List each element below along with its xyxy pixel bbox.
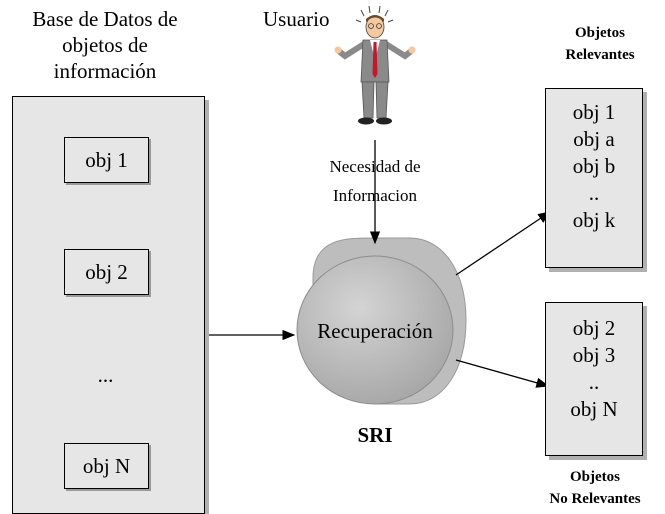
non-relevant-item-4: obj N: [570, 397, 618, 421]
relevant-arrow: [455, 211, 552, 276]
non-relevant-title-line-1: Objetos: [570, 469, 620, 485]
sri-label: SRI: [357, 423, 393, 447]
database-title: Base de Datos de objetos de información: [10, 6, 200, 84]
database-title-line-2: objetos de: [62, 33, 148, 57]
non-relevant-item-1: obj 2: [572, 316, 616, 340]
relevant-item-3: obj b: [572, 154, 616, 178]
relevant-item-1: obj 1: [572, 100, 616, 124]
database-title-line-1: Base de Datos de: [32, 7, 178, 31]
database-object-1: obj 1: [64, 137, 149, 183]
relevant-item-2: obj a: [573, 127, 615, 151]
non-relevant-arrow: [455, 359, 550, 388]
relevant-title-line-1: Objetos: [575, 25, 625, 41]
non-relevant-title: Objetos No Relevantes: [525, 466, 665, 510]
database-object-ellipsis: ...: [97, 363, 114, 387]
non-relevant-objects-box: obj 2 obj 3 .. obj N: [545, 302, 643, 456]
user-figure-icon: [334, 5, 416, 125]
non-relevant-item-3: ..: [588, 370, 600, 394]
relevant-item-5: obj k: [572, 208, 616, 232]
need-line-2: Informacion: [332, 186, 418, 205]
retrieval-label: Recuperación: [317, 319, 433, 343]
user-label: Usuario: [263, 7, 330, 31]
relevant-objects-box: obj 1 obj a obj b .. obj k: [545, 88, 643, 268]
relevant-title-line-2: Relevantes: [565, 47, 635, 63]
information-need-label: Necesidad de Informacion: [300, 152, 450, 210]
need-line-1: Necesidad de: [329, 157, 421, 176]
sri-cylinder: [296, 237, 467, 405]
relevant-title: Objetos Relevantes: [535, 22, 665, 66]
database-object-n: obj N: [64, 443, 149, 489]
relevant-item-4: ..: [588, 181, 600, 205]
non-relevant-title-line-2: No Relevantes: [549, 491, 641, 507]
database-title-line-3: información: [53, 59, 157, 83]
non-relevant-item-2: obj 3: [572, 343, 616, 367]
database-object-2: obj 2: [64, 249, 149, 295]
